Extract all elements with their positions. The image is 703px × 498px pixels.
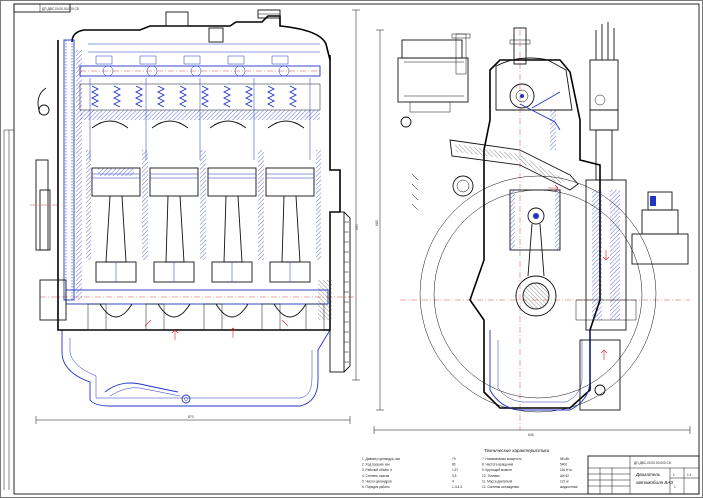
spec-label: 6. Порядок работы [362,485,391,489]
spec-label: 7. Номинальная мощность [482,457,522,461]
front-height-dimension: 690 [355,224,359,230]
top-left-stamp: ДП-ДВС-00.00.00.000 СБ [13,3,79,13]
spec-value: 80 [452,463,456,467]
spec-value: 5400 [560,463,567,467]
spec-label: 9. Крутящий момент [482,468,513,472]
spec-label: 10. Топливо [482,474,500,478]
scale: 1:1 [687,473,692,477]
side-width-dimension: 645 [528,433,534,437]
spec-label: 2. Ход поршня, мм [362,463,390,467]
spec-value: 4 [452,479,454,483]
spec-label: 8. Частота вращения [482,463,513,467]
spec-value: 1-3-4-2 [452,485,463,489]
doc-code: ДП-ДВС-00.00.00.000 СБ [634,461,671,465]
spec-value: 1,57 [452,468,458,472]
spec-label: 12. Система охлаждения [482,485,519,489]
spec-label: 3. Рабочий объём, л [362,468,392,472]
spec-value: АИ-92 [560,474,569,478]
drawing-name-line2: автомобиля ВАЗ [636,480,673,485]
spec-label: 4. Степень сжатия [362,474,390,478]
sheets-total: 1 [674,485,676,489]
sheet-number: 1 [673,473,675,477]
spec-value: 9,5 [452,474,457,478]
front-width-dimension: 870 [188,415,194,419]
spec-value: 58 кВт [560,457,570,461]
spec-heading: Технические характеристики [484,448,550,453]
engine-side-section-view: 645 685 [373,22,691,437]
spec-value: 121 кг [560,479,570,483]
engine-front-section-view: 870 690 [30,9,360,424]
drawing-name-line1: Двигатель [635,472,661,477]
spec-label: 1. Диаметр цилиндра, мм [362,457,400,461]
technical-specifications: Технические характеристики 1. Диаметр ци… [362,448,578,489]
spec-value: 116 Н·м [560,468,572,472]
spec-label: 5. Число цилиндров [362,479,392,483]
spec-label: 11. Масса двигателя [482,479,512,483]
stamp-code: ДП-ДВС-00.00.00.000 СБ [42,7,79,11]
side-height-dimension: 685 [375,220,379,226]
spec-value: жидкостная [560,485,578,489]
spec-value: 79 [452,457,456,461]
title-block: ДП-ДВС-00.00.00.000 СБ Двигатель автомоб… [587,455,700,495]
